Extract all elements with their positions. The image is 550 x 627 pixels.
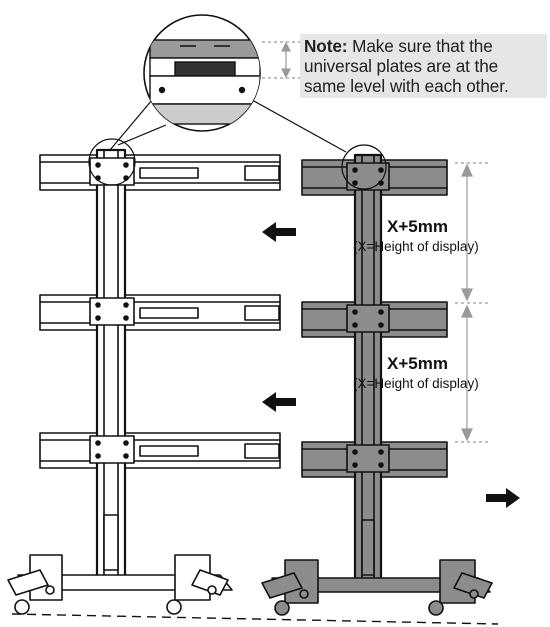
universal-plate-right-top <box>346 162 390 191</box>
highlight-circle-left <box>88 138 136 186</box>
stand-left <box>7 138 281 615</box>
arrow-left-icon <box>262 222 296 242</box>
base-right <box>261 559 493 616</box>
note-callout: Note: Make sure that the universal plate… <box>300 34 547 98</box>
column-right <box>353 153 383 587</box>
rail-left-bottom <box>39 432 281 469</box>
dimension-label-bottom: X+5mm <box>387 354 448 373</box>
universal-plate-left-middle <box>89 297 135 326</box>
zoom-leader-lines <box>109 99 347 153</box>
universal-plate-right-bottom <box>346 444 390 473</box>
base-left <box>7 554 233 615</box>
note-text: Make sure that the universal plates are … <box>304 36 509 96</box>
ground-level-line <box>11 613 499 625</box>
movement-arrows <box>262 222 520 508</box>
universal-plate-left-bottom <box>89 435 135 464</box>
stand-right <box>261 144 493 616</box>
universal-plate-left-top <box>89 157 135 186</box>
note-heading: Note: <box>304 36 348 56</box>
dimension-definition-top: (X=Height of display) <box>353 239 479 254</box>
rail-left-top <box>39 154 281 191</box>
arrow-left-icon <box>262 392 296 412</box>
dimension-label-top: X+5mm <box>387 217 448 236</box>
universal-plate-right-middle <box>346 304 390 333</box>
dimension-definition-bottom: (X=Height of display) <box>353 376 479 391</box>
highlight-circle-right <box>341 144 387 190</box>
dimension-lines <box>262 41 490 443</box>
column-left <box>95 148 127 587</box>
arrow-right-icon <box>486 488 520 508</box>
rail-left-middle <box>39 294 281 331</box>
zoom-detail <box>143 14 261 132</box>
